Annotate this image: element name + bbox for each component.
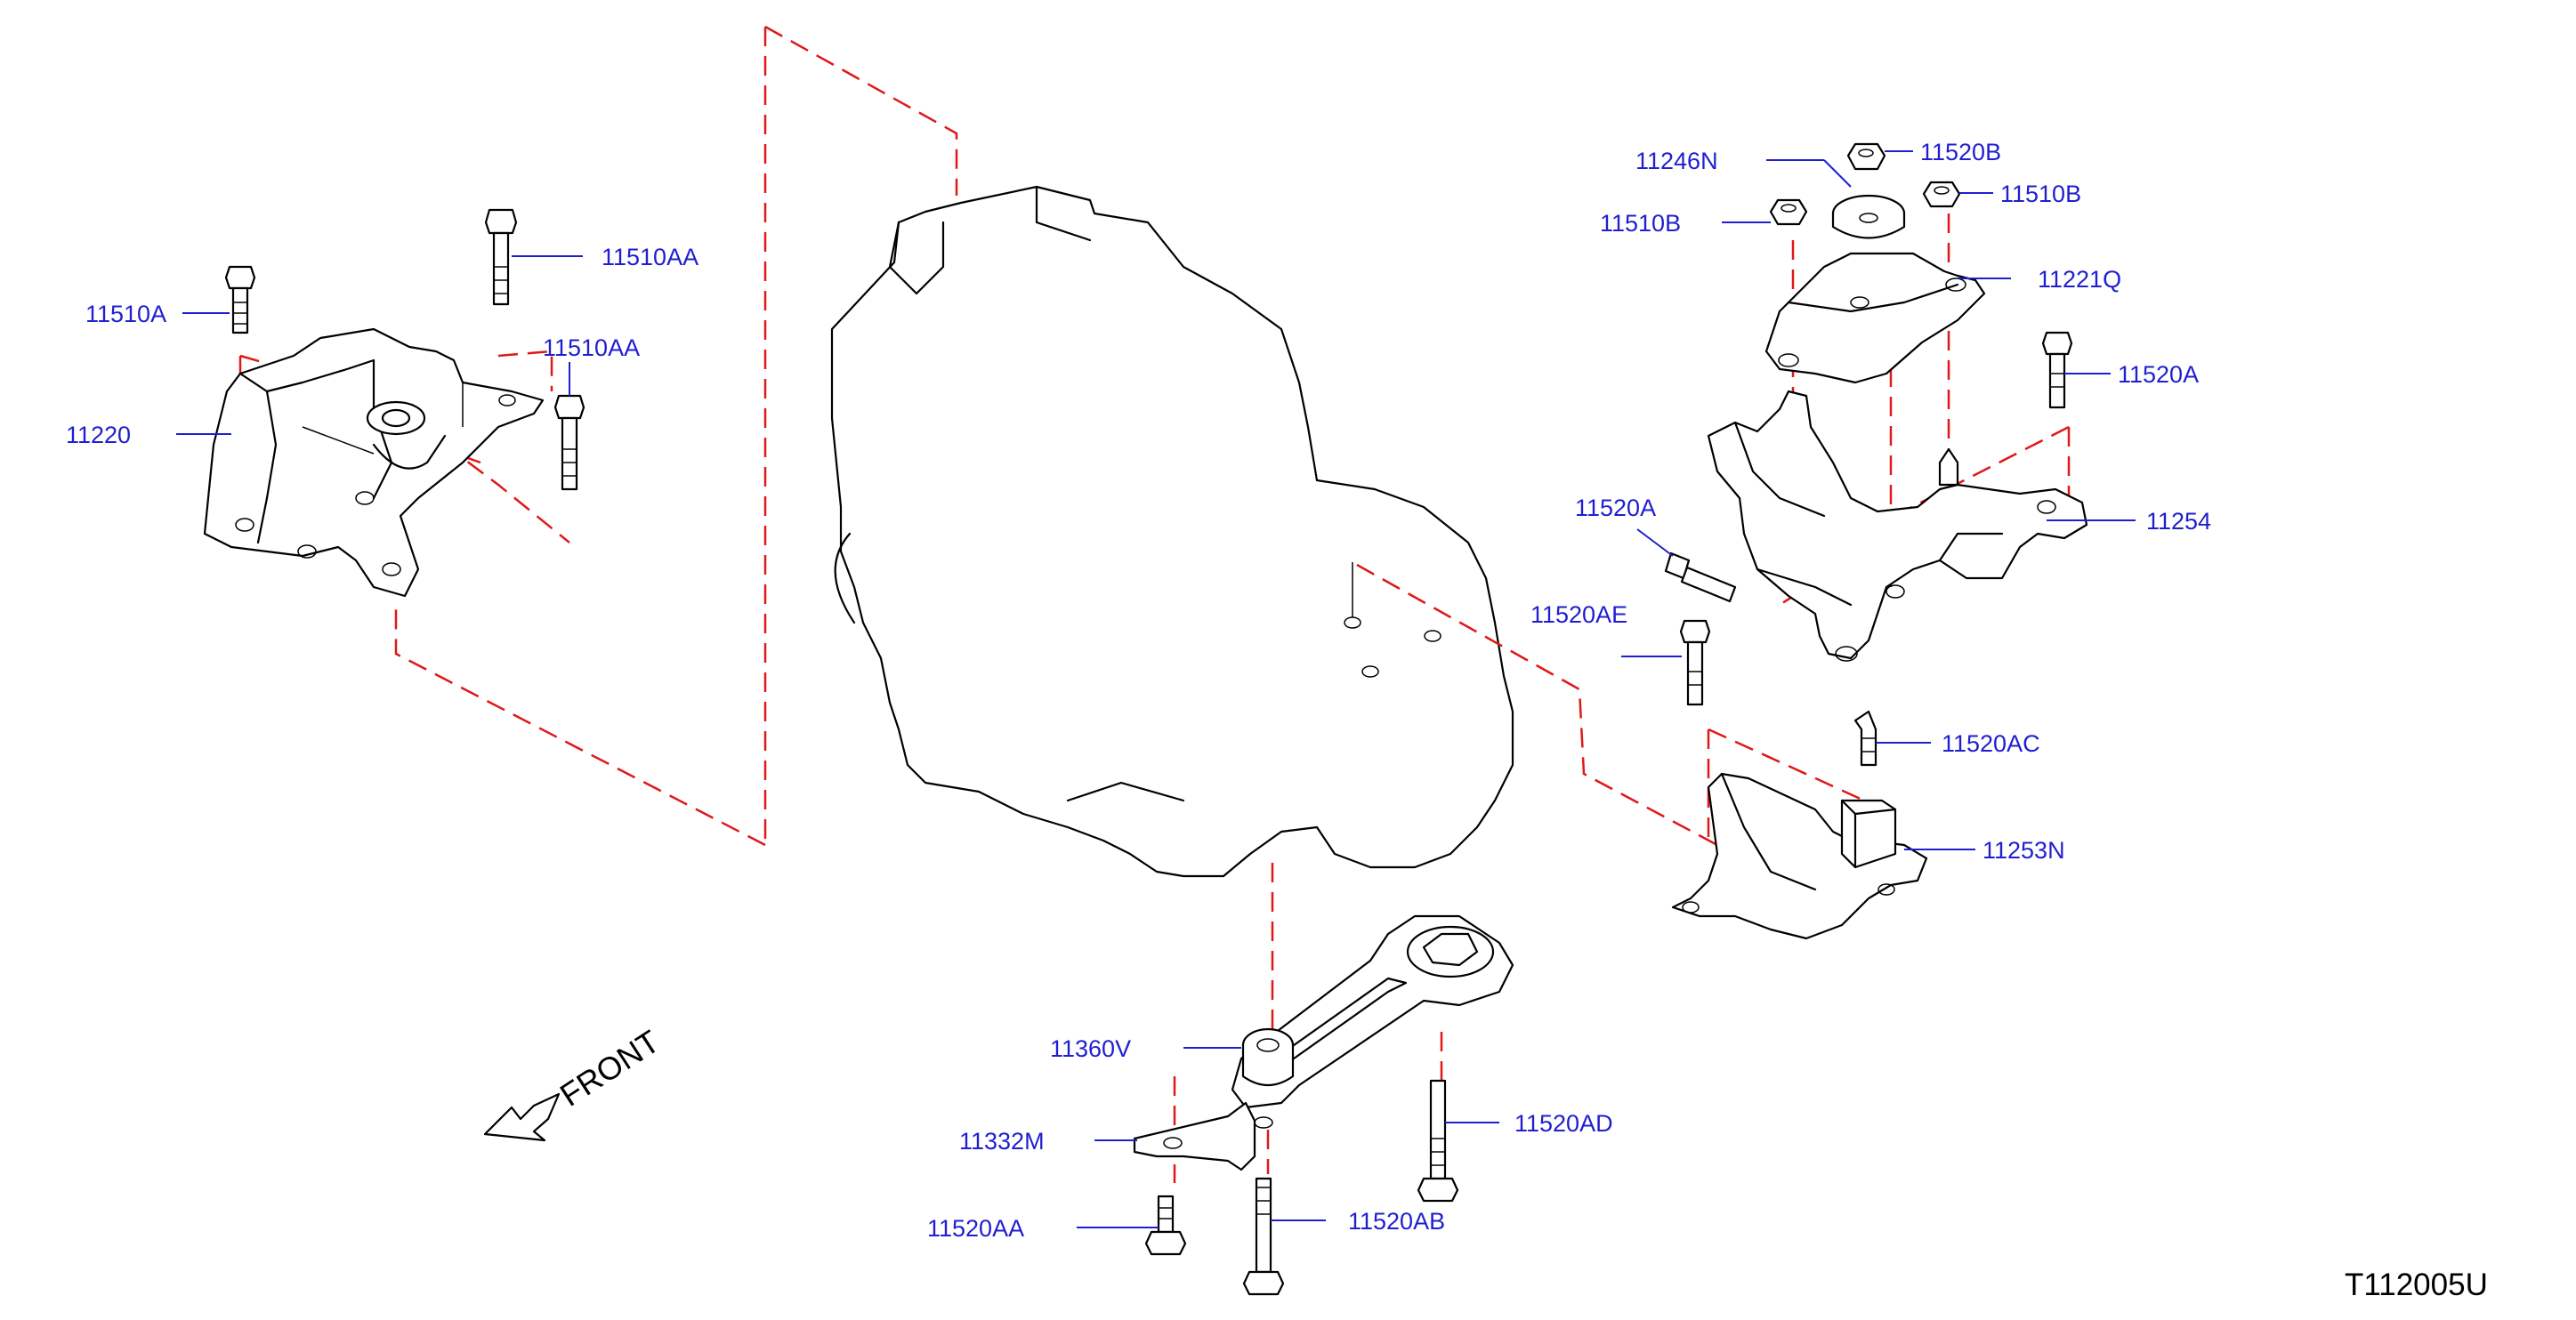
label-11253N: 11253N [1982,837,2065,864]
label-11520AC: 11520AC [1942,730,2040,757]
label-11510B-right: 11510B [2000,181,2081,207]
bolt-11520A-lower-drawing [1664,551,1737,603]
bolt-11510A-drawing [224,265,256,334]
torque-rod-11360V-drawing [1231,914,1514,1109]
label-leader-lines [176,150,2136,1228]
bolt-11520A-upper-drawing [2041,331,2073,409]
bolt-11520AE-drawing [1679,619,1711,706]
label-11510A: 11510A [85,301,166,327]
label-11520AB: 11520AB [1348,1208,1445,1235]
label-11510AA-top: 11510AA [602,244,699,270]
front-arrow-icon [483,1092,561,1142]
label-11220: 11220 [66,422,131,448]
part-labels: 11510A 11510AA 11510AA 11220 11246N 1152… [66,139,2211,1242]
bolt-11520AA-lower-drawing [1144,1195,1187,1256]
bolt-11520AD-drawing [1417,1079,1459,1203]
bracket-11332M-drawing [1133,1101,1273,1171]
label-11520B: 11520B [1920,139,2001,165]
front-label: FRONT [553,1023,666,1114]
label-11246N: 11246N [1635,148,1718,174]
engine-outline [830,185,1514,878]
stud-11520AC-drawing [1853,710,1877,767]
bracket-11254-drawing [1707,390,2088,662]
nut-11510B-left-drawing [1769,198,1808,226]
label-11520AE: 11520AE [1530,601,1627,628]
figure-code: T112005U [2345,1268,2488,1302]
front-direction-indicator: FRONT [483,1023,666,1142]
bracket-11253N-drawing [1671,772,1928,940]
label-11520AD: 11520AD [1514,1110,1613,1137]
bracket-11221Q-drawing [1764,252,1986,384]
label-11510B-left: 11510B [1600,210,1681,237]
insulator-11246N-drawing [1831,194,1906,239]
engine-mount-11220-drawing [203,327,545,598]
label-11254: 11254 [2146,508,2211,535]
label-11520AA-lower: 11520AA [927,1215,1024,1242]
label-11520A-upper: 11520A [2118,361,2199,388]
bolt-11510AA-right-drawing [553,394,585,491]
nut-11520B-drawing [1846,142,1886,171]
assembly-centerlines [238,25,2071,1183]
nut-11510B-right-drawing [1922,181,1961,208]
label-11360V: 11360V [1050,1035,1131,1062]
bolt-11510AA-top-drawing [484,208,518,306]
label-11520A-lower: 11520A [1575,495,1656,521]
label-11332M: 11332M [959,1128,1045,1155]
bolt-11520AB-drawing [1242,1177,1285,1296]
label-11510AA-right: 11510AA [543,334,640,361]
label-11221Q: 11221Q [2038,266,2121,293]
